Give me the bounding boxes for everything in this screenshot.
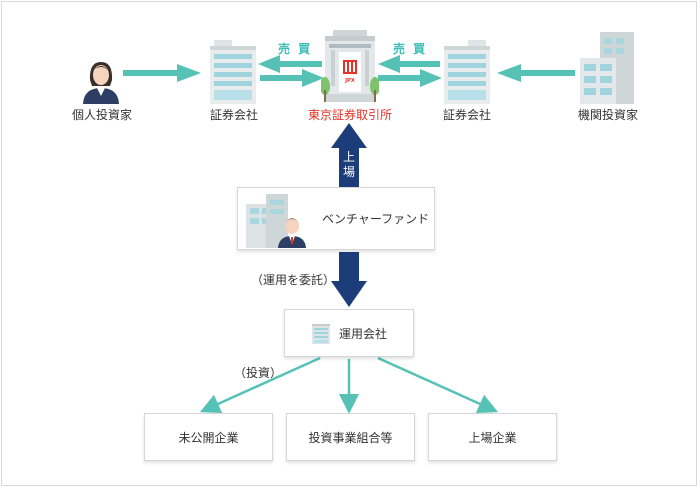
securities-right-building-icon — [444, 40, 490, 104]
label-trade-right: 売 買 — [393, 42, 428, 56]
label-listing-char1: 上 — [342, 150, 355, 164]
listed-company-box: 上場企業 — [428, 413, 557, 461]
management-company-building-icon — [311, 324, 330, 344]
management-company-box: 運用会社 — [284, 309, 414, 357]
label-listing: 上 場 — [341, 150, 357, 180]
arrow-entrust-down — [331, 252, 367, 307]
label-listing-char2: 場 — [342, 165, 355, 179]
arrow-listing-up — [331, 123, 367, 187]
arrow-institutional-to-securities — [497, 64, 575, 82]
label-investment-partnership: 投資事業組合等 — [308, 430, 393, 445]
label-securities-left: 証券会社 — [209, 108, 259, 122]
label-listed-company: 上場企業 — [468, 430, 517, 445]
label-unlisted-company: 未公開企業 — [178, 430, 239, 445]
label-invest: （投資） — [234, 366, 283, 380]
label-individual-investor: 個人投資家 — [71, 108, 133, 122]
institutional-investor-buildings-icon — [580, 32, 634, 104]
arrow-invest-listed — [377, 356, 499, 414]
label-trade-left: 売 買 — [278, 42, 313, 56]
label-stock-exchange: 東京証券取引所 — [307, 108, 393, 122]
exchange-logo-text: JPX — [345, 78, 355, 84]
arrow-exchange-to-securities-right — [378, 69, 442, 87]
venture-fund-box: ベンチャーファンド — [237, 187, 435, 250]
investment-partnership-box: 投資事業組合等 — [286, 413, 415, 461]
arrow-invest-unlisted — [199, 356, 321, 414]
label-institutional-investor: 機関投資家 — [577, 108, 639, 122]
label-securities-right: 証券会社 — [442, 108, 492, 122]
stock-exchange-building-icon — [321, 30, 379, 102]
arrow-securities-right-to-exchange — [378, 55, 440, 73]
arrow-securities-left-to-exchange — [260, 69, 324, 87]
arrow-individual-to-securities — [123, 64, 201, 82]
label-management-company: 運用会社 — [338, 326, 387, 341]
individual-investor-icon — [83, 62, 119, 104]
arrow-exchange-to-securities-left — [258, 55, 322, 73]
label-venture-fund: ベンチャーファンド — [322, 212, 430, 226]
venture-fund-illustration-icon — [246, 193, 306, 248]
securities-left-building-icon — [210, 40, 256, 104]
label-entrust: （運用を委託） — [251, 273, 336, 287]
unlisted-company-box: 未公開企業 — [144, 413, 273, 461]
